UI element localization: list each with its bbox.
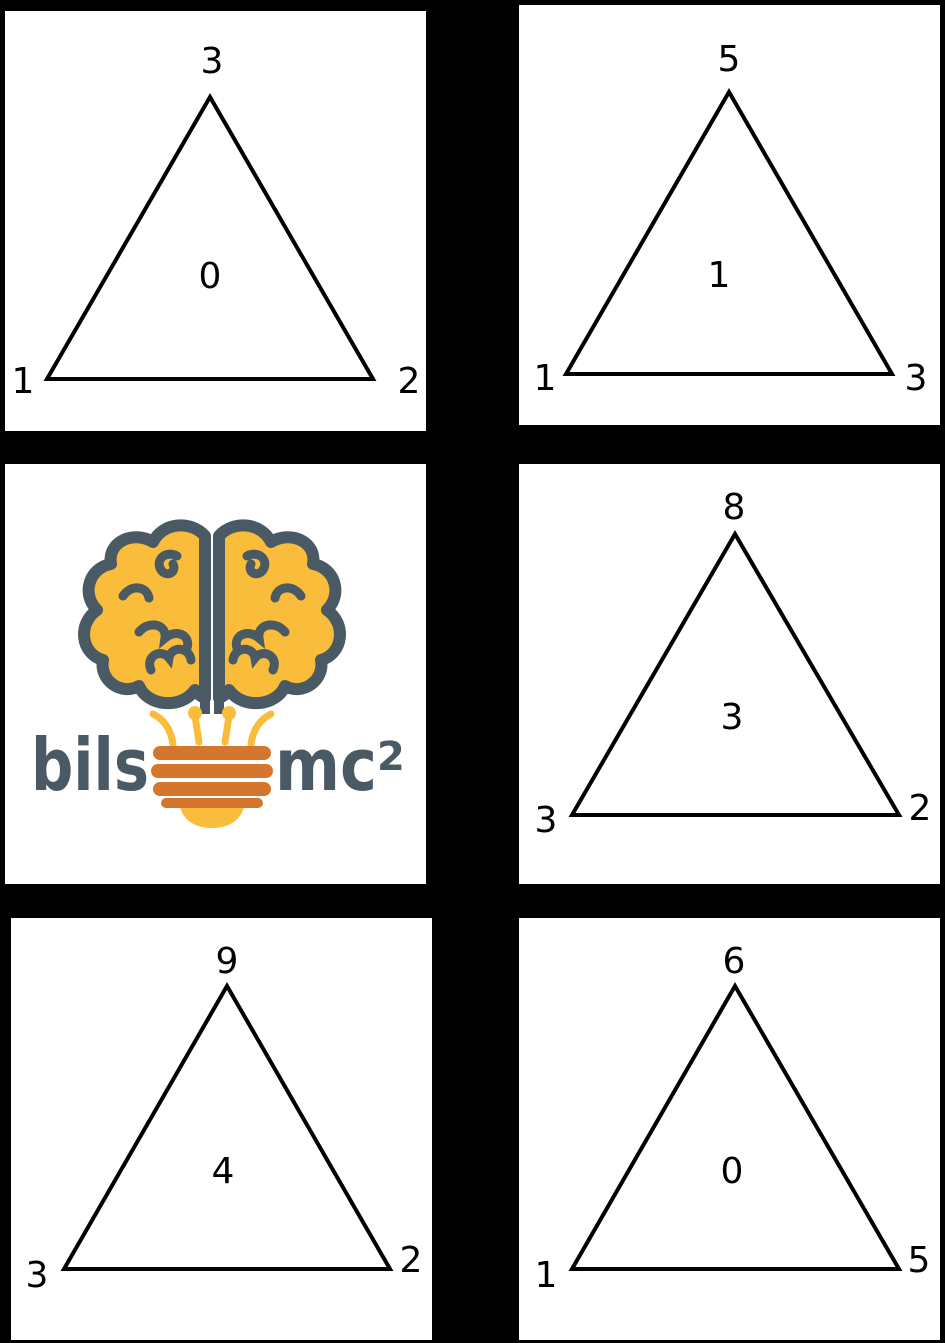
brain-icon xyxy=(78,519,346,714)
vertex-label-right: 5 xyxy=(908,1240,931,1281)
triangle-diagram-1: 3 1 2 0 xyxy=(12,41,421,402)
center-label: 4 xyxy=(212,1151,235,1192)
lightbulb-icon xyxy=(149,706,275,828)
vertex-label-left: 3 xyxy=(26,1255,49,1296)
triangle-card-5: 6 1 5 0 xyxy=(519,918,940,1340)
logo-superscript: 2 xyxy=(377,734,405,780)
center-label: 1 xyxy=(708,255,731,296)
vertex-label-right: 3 xyxy=(905,358,928,399)
vertex-label-left: 1 xyxy=(12,361,35,402)
triangle-diagram-3: 8 3 2 3 xyxy=(535,487,932,841)
triangle-card-2: 5 1 3 1 xyxy=(519,5,940,425)
triangle-card-1: 3 1 2 0 xyxy=(5,11,426,431)
vertex-label-left: 1 xyxy=(535,1255,558,1296)
triangle-shape xyxy=(60,981,394,1271)
triangle-card-4: 9 3 2 4 xyxy=(11,918,432,1340)
vertex-label-left: 1 xyxy=(534,358,557,399)
triangle-diagram-5: 6 1 5 0 xyxy=(535,941,931,1296)
vertex-label-top: 5 xyxy=(718,39,741,80)
triangle-shape xyxy=(568,982,903,1271)
logo-text-left: bils xyxy=(31,723,149,807)
bilsmc2-logo: bils mc 2 xyxy=(31,519,405,828)
vertex-label-top: 6 xyxy=(723,941,746,982)
vertex-label-left: 3 xyxy=(535,800,558,841)
triangle-shape xyxy=(43,93,377,381)
triangle-card-3: 8 3 2 3 xyxy=(519,464,940,884)
vertex-label-right: 2 xyxy=(400,1240,423,1281)
center-label: 0 xyxy=(721,1151,744,1192)
triangle-shape xyxy=(568,530,903,817)
vertex-label-top: 8 xyxy=(723,487,746,528)
logo-card: bils mc 2 xyxy=(5,464,426,884)
logo-text-right: mc xyxy=(275,723,377,807)
triangle-shape xyxy=(562,88,896,376)
vertex-label-top: 3 xyxy=(201,41,224,82)
center-label: 0 xyxy=(199,256,222,297)
center-label: 3 xyxy=(721,697,744,738)
vertex-label-right: 2 xyxy=(398,361,421,402)
vertex-label-right: 2 xyxy=(909,788,932,829)
triangle-diagram-2: 5 1 3 1 xyxy=(534,39,928,399)
triangle-diagram-4: 9 3 2 4 xyxy=(26,941,423,1296)
vertex-label-top: 9 xyxy=(216,941,239,982)
